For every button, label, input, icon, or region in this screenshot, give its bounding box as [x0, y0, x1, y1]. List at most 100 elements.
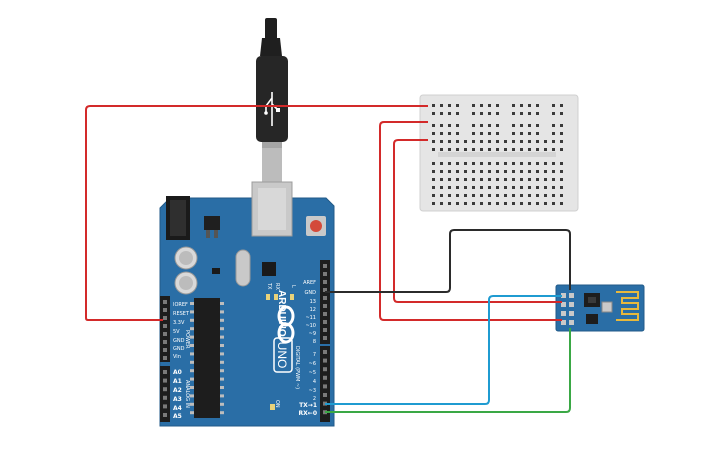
breadboard-hole [496, 186, 499, 189]
chip-pin [190, 386, 194, 389]
breadboard-hole [448, 202, 451, 205]
breadboard-hole [488, 112, 491, 115]
breadboard-hole [528, 104, 531, 107]
breadboard-hole [536, 140, 539, 143]
chip-pin [190, 327, 194, 331]
infinity-logo-icon [277, 305, 295, 344]
wire-red-reset [85, 105, 428, 321]
breadboard-hole [544, 186, 547, 189]
breadboard-hole [488, 194, 491, 197]
pin-label: ~6 [309, 361, 316, 367]
breadboard-hole [448, 132, 451, 135]
breadboard-hole [496, 162, 499, 165]
breadboard-hole [464, 186, 467, 189]
breadboard-hole [456, 202, 459, 205]
breadboard-hole [520, 148, 523, 151]
breadboard-hole [560, 104, 563, 107]
chip-pin [190, 369, 194, 373]
breadboard-hole [464, 202, 467, 205]
breadboard-hole [512, 132, 515, 135]
pin-label: GND [305, 290, 317, 296]
breadboard-hole [528, 162, 531, 165]
breadboard-hole [544, 162, 547, 165]
digital-header-top [320, 260, 330, 344]
breadboard-hole [544, 194, 547, 197]
breadboard-hole [496, 148, 499, 151]
chip-pin [220, 377, 224, 381]
microcontroller-chip [190, 298, 224, 418]
breadboard-hole [520, 186, 523, 189]
breadboard-hole [552, 162, 555, 165]
header-hole [163, 308, 167, 312]
pcb-antenna-icon [616, 291, 639, 321]
header-hole [163, 324, 167, 328]
breadboard-hole [488, 170, 491, 173]
breadboard-hole [480, 202, 483, 205]
breadboard-hole [536, 124, 539, 127]
analog-section-label: ANALOG IN [184, 380, 190, 408]
breadboard-hole [448, 162, 451, 165]
header-hole [323, 296, 327, 300]
chip-pin [220, 402, 224, 406]
breadboard-hole [472, 186, 475, 189]
breadboard-hole [552, 178, 555, 181]
breadboard-hole [480, 194, 483, 197]
pin-label: ~3 [309, 388, 316, 394]
led-label-rx: RX [274, 283, 280, 290]
pin-label: TX→1 [299, 402, 317, 409]
uno-model-text: UNO [275, 342, 289, 369]
breadboard-hole [432, 162, 435, 165]
breadboard-hole [512, 178, 515, 181]
chip-pin [220, 318, 224, 322]
breadboard-hole [456, 162, 459, 165]
usb-cable [256, 18, 288, 182]
breadboard-hole [432, 186, 435, 189]
breadboard-hole [496, 178, 499, 181]
breadboard-hole [488, 178, 491, 181]
chip-pin [190, 377, 194, 381]
breadboard-hole [528, 186, 531, 189]
chip-pin [190, 318, 194, 322]
breadboard-hole [512, 104, 515, 107]
header-hole [163, 300, 167, 304]
breadboard-hole [472, 140, 475, 143]
breadboard-hole [512, 148, 515, 151]
esp-pin [569, 320, 574, 325]
breadboard-hole [488, 148, 491, 151]
breadboard-hole [560, 140, 563, 143]
on-label: ON [274, 400, 280, 408]
chip-pin [190, 411, 194, 415]
wire-red-vcc-1 [379, 121, 562, 321]
pin-label: 13 [310, 299, 316, 305]
breadboard-hole [552, 140, 555, 143]
power-header [160, 296, 170, 362]
esp-pin [561, 293, 566, 298]
breadboard-hole [552, 194, 555, 197]
breadboard-hole [480, 162, 483, 165]
breadboard-hole [560, 112, 563, 115]
breadboard-hole [472, 132, 475, 135]
wire-blue-tx [325, 295, 562, 405]
breadboard-hole [456, 186, 459, 189]
chip-pin [190, 394, 194, 398]
chip-pin [190, 302, 194, 305]
breadboard-hole [496, 124, 499, 127]
breadboard-hole [432, 148, 435, 151]
header-hole [323, 384, 327, 389]
breadboard-hole [536, 132, 539, 135]
pin-label: ~11 [305, 315, 316, 321]
breadboard-hole [560, 186, 563, 189]
breadboard-hole [480, 170, 483, 173]
led-label-tx: TX [266, 282, 272, 290]
chip-pin [190, 344, 194, 347]
arduino-brand-text: ARDUINO [276, 290, 287, 337]
uno-badge: UNO [273, 337, 293, 373]
breadboard-hole [496, 194, 499, 197]
breadboard-hole [440, 148, 443, 151]
capacitors [174, 246, 198, 295]
breadboard-hole [456, 104, 459, 107]
breadboard-hole [512, 194, 515, 197]
header-hole [163, 340, 167, 344]
breadboard-hole [512, 186, 515, 189]
